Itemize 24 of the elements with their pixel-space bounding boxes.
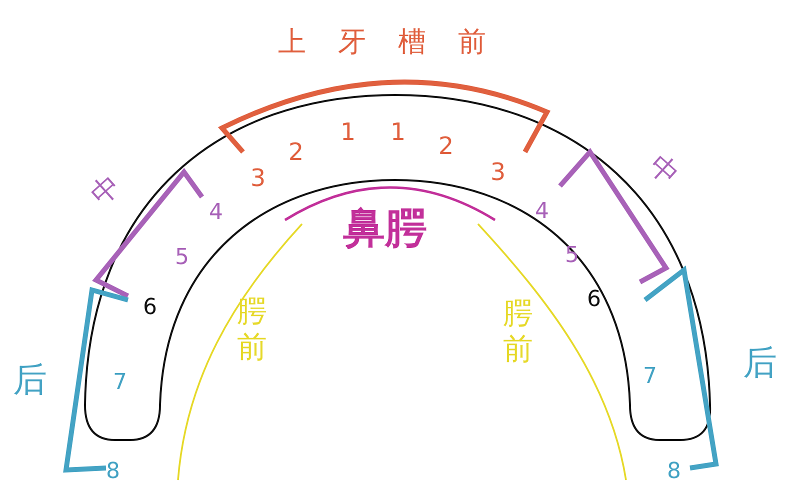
tooth-number: 5 <box>565 245 579 267</box>
tooth-number: 6 <box>587 289 601 311</box>
tooth-number: 7 <box>643 366 657 388</box>
region-label: 后 <box>743 346 777 380</box>
region-label: 腭前 <box>503 296 533 368</box>
tooth-number: 1 <box>390 120 406 144</box>
tooth-number: 3 <box>490 160 506 184</box>
tooth-number: 3 <box>250 166 266 190</box>
tooth-number: 6 <box>143 297 157 319</box>
tooth-number: 8 <box>106 461 120 483</box>
tooth-number: 5 <box>175 247 189 269</box>
tooth-number: 2 <box>438 134 454 158</box>
region-label: 中 <box>86 170 126 210</box>
tooth-number: 1 <box>340 120 356 144</box>
region-label: 腭前 <box>237 294 267 366</box>
tooth-number: 8 <box>667 461 681 483</box>
region-label: 后 <box>13 363 47 397</box>
tooth-number: 7 <box>113 372 127 394</box>
region-label: 中 <box>644 150 684 190</box>
tooth-number: 4 <box>209 202 223 224</box>
tooth-number: 2 <box>288 140 304 164</box>
region-label: 鼻腭 <box>343 207 427 249</box>
tooth-number: 4 <box>535 201 549 223</box>
region-label: 上牙槽前 <box>277 28 518 56</box>
